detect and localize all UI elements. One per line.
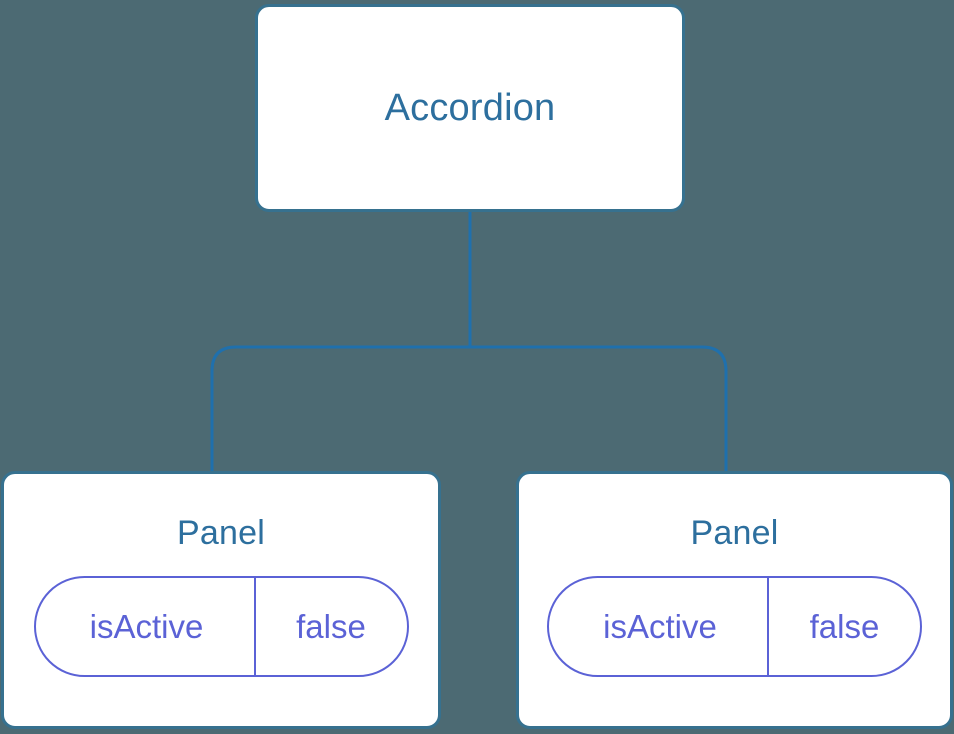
- connector-root-to-panel-left: [210, 345, 470, 474]
- state-value-panel-2: false: [809, 608, 880, 645]
- node-panel-1-title: Panel: [177, 514, 265, 552]
- node-accordion-title: Accordion: [384, 87, 556, 129]
- connector-root-to-panel-right: [470, 345, 728, 474]
- state-pill-divider-2: [767, 578, 769, 675]
- state-pill-panel-2[interactable]: isActive false: [547, 576, 922, 677]
- state-key-panel-2: isActive: [603, 608, 717, 645]
- node-panel-2[interactable]: Panel isActive false: [516, 471, 953, 729]
- state-pill-divider-1: [253, 578, 256, 675]
- node-panel-1[interactable]: Panel isActive false: [1, 471, 441, 729]
- state-pill-panel-1[interactable]: isActive false: [33, 576, 409, 677]
- state-key-panel-1: isActive: [89, 608, 204, 645]
- node-panel-2-title: Panel: [690, 514, 779, 552]
- state-value-panel-1: false: [296, 608, 366, 645]
- node-accordion[interactable]: Accordion: [255, 4, 685, 212]
